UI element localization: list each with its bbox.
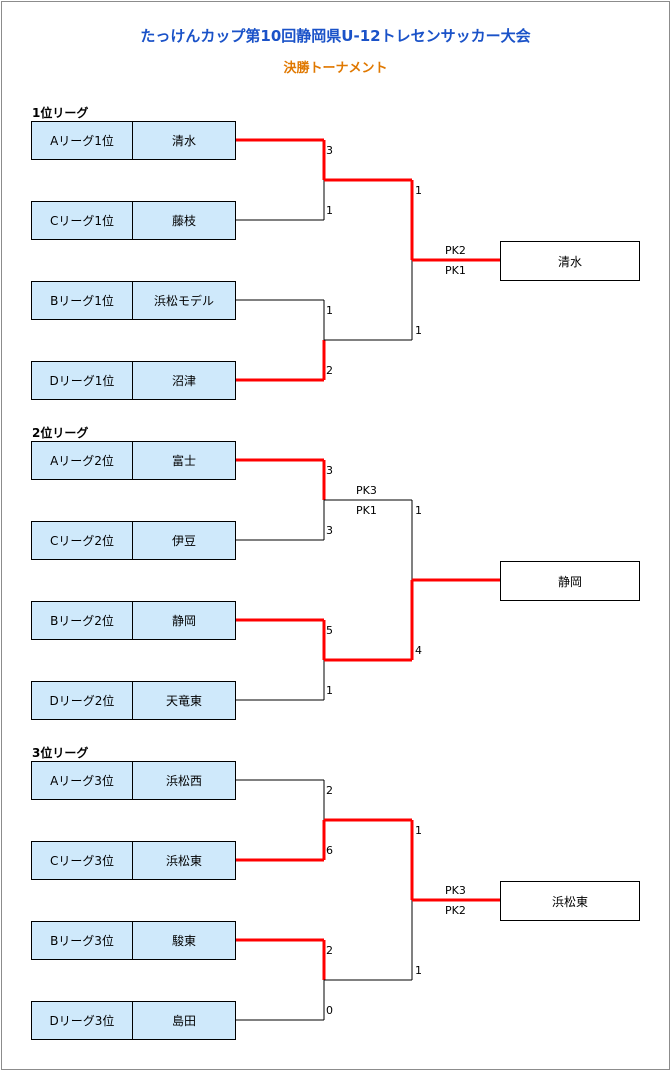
seed-label: Bリーグ2位	[32, 602, 133, 639]
team-name: 駿東	[171, 934, 196, 948]
team-box-c1: Cリーグ1位 藤枝	[31, 201, 236, 240]
score-label: 1	[326, 684, 333, 697]
score-label: 5	[326, 624, 333, 637]
team-name: 富士	[171, 454, 196, 468]
seed-label: Cリーグ2位	[32, 522, 133, 559]
score-label: 3	[326, 144, 333, 157]
score-label: 1	[415, 504, 422, 517]
seed-label: Aリーグ3位	[32, 762, 133, 799]
team-name: 島田	[171, 1014, 196, 1028]
page-subtitle: 決勝トーナメント	[283, 61, 388, 76]
team-name: 沼津	[171, 374, 196, 388]
group-label-2: 2位リーグ	[32, 426, 89, 440]
winner-box-1: 清水	[500, 241, 640, 281]
seed-label: Dリーグ3位	[32, 1002, 133, 1039]
score-label: 1	[326, 204, 333, 217]
winner-box-3: 浜松東	[500, 881, 640, 921]
seed-label: Cリーグ3位	[32, 842, 133, 879]
team-box-d2: Dリーグ2位 天竜東	[31, 681, 236, 720]
pk-label: PK1	[356, 504, 377, 517]
team-name: 伊豆	[171, 534, 196, 548]
pk-label: PK2	[445, 244, 466, 257]
team-box-a1: Aリーグ1位 清水	[31, 121, 236, 160]
pk-label: PK2	[445, 904, 466, 917]
score-label: 4	[415, 644, 422, 657]
score-label: 1	[415, 324, 422, 337]
score-label: 1	[415, 964, 422, 977]
team-name: 天竜東	[165, 694, 202, 708]
team-name: 静岡	[171, 614, 196, 628]
score-label: 2	[326, 784, 333, 797]
group-label-3: 3位リーグ	[32, 746, 89, 760]
seed-label: Aリーグ2位	[32, 442, 133, 479]
seed-label: Bリーグ1位	[32, 282, 133, 319]
score-label: 2	[326, 364, 333, 377]
seed-label: Aリーグ1位	[32, 122, 133, 159]
score-label: 2	[326, 944, 333, 957]
seed-label: Dリーグ2位	[32, 682, 133, 719]
pk-label: PK3	[445, 884, 466, 897]
group-label-1: 1位リーグ	[32, 106, 89, 120]
seed-label: Cリーグ1位	[32, 202, 133, 239]
team-box-c3: Cリーグ3位 浜松東	[31, 841, 236, 880]
team-name: 浜松モデル	[153, 294, 214, 308]
score-label: 3	[326, 464, 333, 477]
seed-label: Dリーグ1位	[32, 362, 133, 399]
team-box-a2: Aリーグ2位 富士	[31, 441, 236, 480]
pk-label: PK3	[356, 484, 377, 497]
team-box-b1: Bリーグ1位 浜松モデル	[31, 281, 236, 320]
score-label: 3	[326, 524, 333, 537]
team-box-d3: Dリーグ3位 島田	[31, 1001, 236, 1040]
page-title: たっけんカップ第10回静岡県U-12トレセンサッカー大会	[140, 27, 531, 45]
team-box-b2: Bリーグ2位 静岡	[31, 601, 236, 640]
team-name: 浜松東	[165, 854, 202, 868]
winner-box-2: 静岡	[500, 561, 640, 601]
team-box-b3: Bリーグ3位 駿東	[31, 921, 236, 960]
seed-label: Bリーグ3位	[32, 922, 133, 959]
team-box-d1: Dリーグ1位 沼津	[31, 361, 236, 400]
team-name: 浜松西	[165, 774, 202, 788]
score-label: 1	[415, 824, 422, 837]
score-label: 0	[326, 1004, 333, 1017]
team-box-c2: Cリーグ2位 伊豆	[31, 521, 236, 560]
score-label: 6	[326, 844, 333, 857]
score-label: 1	[326, 304, 333, 317]
team-name: 藤枝	[171, 214, 196, 228]
team-box-a3: Aリーグ3位 浜松西	[31, 761, 236, 800]
score-label: 1	[415, 184, 422, 197]
team-name: 清水	[171, 134, 196, 148]
pk-label: PK1	[445, 264, 466, 277]
